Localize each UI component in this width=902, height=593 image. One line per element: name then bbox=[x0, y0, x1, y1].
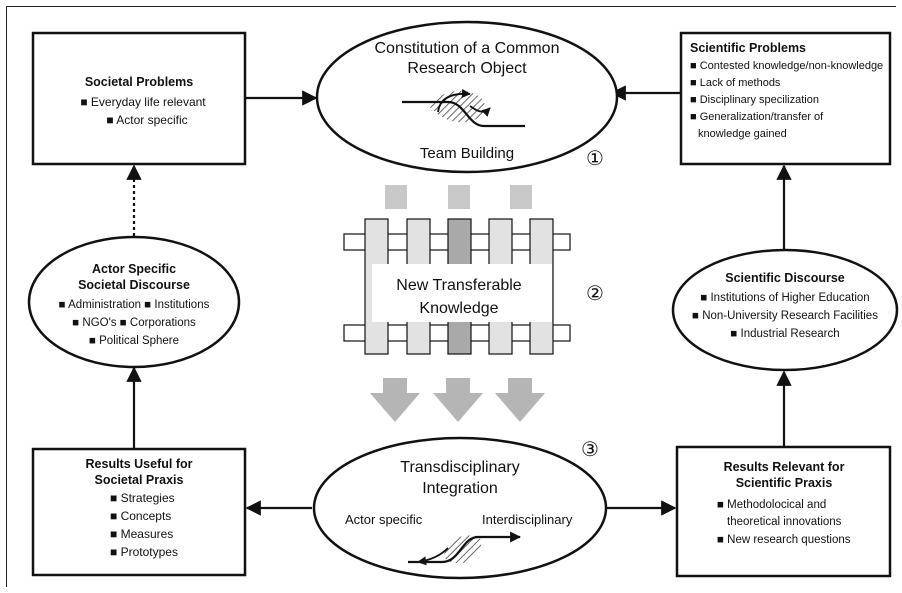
phase2-knowledge-fence: New Transferable Knowledge ② bbox=[343, 185, 604, 422]
societal-problems-item: ■ Actor specific bbox=[106, 113, 187, 127]
down-arrow bbox=[495, 378, 545, 422]
phase2-label: New Transferable bbox=[396, 277, 521, 294]
scientific-problems-title: Scientific Problems bbox=[690, 41, 806, 55]
phase1-ellipse: Constitution of a Common Research Object… bbox=[315, 20, 619, 174]
phase3-title: Integration bbox=[422, 480, 498, 497]
actor-discourse-title: Actor Specific bbox=[92, 262, 176, 276]
scientific-discourse-ellipse: Scientific Discourse ■ Institutions of H… bbox=[671, 248, 899, 372]
results-societal-item: ■ Strategies bbox=[110, 491, 175, 505]
societal-problems-item: ■ Everyday life relevant bbox=[80, 95, 206, 109]
integration-curve bbox=[408, 531, 522, 566]
actor-discourse-items: ■ NGO's ■ Corporations bbox=[72, 317, 196, 329]
results-societal-box: Results Useful for Societal Praxis ■ Str… bbox=[31, 447, 247, 577]
phase3-title: Transdisciplinary bbox=[400, 459, 519, 476]
scientific-problems-item-cont: knowledge gained bbox=[698, 128, 787, 140]
scientific-problems-item: ■ Disciplinary specilization bbox=[690, 94, 819, 106]
down-arrow bbox=[370, 378, 420, 422]
phase3-left-label: Actor specific bbox=[345, 512, 423, 527]
top-block bbox=[448, 185, 470, 209]
actor-discourse-title: Societal Discourse bbox=[78, 278, 190, 292]
actor-societal-discourse-ellipse: Actor Specific Societal Discourse ■ Admi… bbox=[27, 235, 241, 369]
results-scientific-box: Results Relevant for Scientific Praxis ■… bbox=[675, 445, 892, 578]
results-societal-item: ■ Measures bbox=[110, 527, 173, 541]
phase2-label: Knowledge bbox=[419, 300, 498, 317]
results-scientific-item: ■ New research questions bbox=[717, 534, 851, 546]
top-block bbox=[385, 185, 407, 209]
results-scientific-title: Results Relevant for bbox=[724, 460, 845, 474]
research-object-curve bbox=[402, 88, 525, 128]
results-societal-item: ■ Concepts bbox=[110, 509, 171, 523]
scientific-problems-box: Scientific Problems ■ Contested knowledg… bbox=[679, 31, 892, 166]
down-arrow bbox=[433, 378, 483, 422]
actor-discourse-items: ■ Political Sphere bbox=[89, 335, 179, 347]
scientific-problems-item: ■ Generalization/transfer of bbox=[690, 111, 824, 123]
results-societal-title: Societal Praxis bbox=[95, 473, 184, 487]
results-societal-item: ■ Prototypes bbox=[110, 545, 178, 559]
figure-frame bbox=[6, 6, 896, 587]
top-block bbox=[510, 185, 532, 209]
scientific-discourse-title: Scientific Discourse bbox=[725, 271, 845, 285]
phase2-number: ② bbox=[586, 283, 604, 305]
results-scientific-title: Scientific Praxis bbox=[736, 476, 833, 490]
scientific-discourse-item: ■ Institutions of Higher Education bbox=[700, 292, 869, 304]
results-scientific-item-cont: theoretical innovations bbox=[727, 516, 842, 528]
results-societal-title: Results Useful for bbox=[86, 457, 193, 471]
scientific-discourse-item: ■ Non-University Research Facilities bbox=[692, 310, 878, 322]
results-scientific-item: ■ Methodolocical and bbox=[717, 499, 826, 511]
knowledge-label-box bbox=[372, 264, 552, 322]
scientific-problems-item: ■ Contested knowledge/non-knowledge bbox=[690, 60, 883, 72]
actor-discourse-items: ■ Administration ■ Institutions bbox=[59, 299, 210, 311]
societal-problems-box: Societal Problems ■ Everyday life releva… bbox=[31, 31, 247, 166]
phase1-number: ① bbox=[586, 148, 604, 170]
phase3-right-label: Interdisciplinary bbox=[482, 512, 573, 527]
societal-problems-title: Societal Problems bbox=[85, 75, 193, 89]
phase3-ellipse: Transdisciplinary Integration Actor spec… bbox=[312, 436, 608, 580]
phase1-title: Research Object bbox=[407, 60, 527, 77]
scientific-problems-item: ■ Lack of methods bbox=[690, 77, 781, 89]
phase3-number: ③ bbox=[581, 439, 599, 461]
scientific-discourse-item: ■ Industrial Research bbox=[730, 328, 839, 340]
phase1-subtitle: Team Building bbox=[420, 145, 514, 162]
phase1-title: Constitution of a Common bbox=[375, 40, 560, 57]
